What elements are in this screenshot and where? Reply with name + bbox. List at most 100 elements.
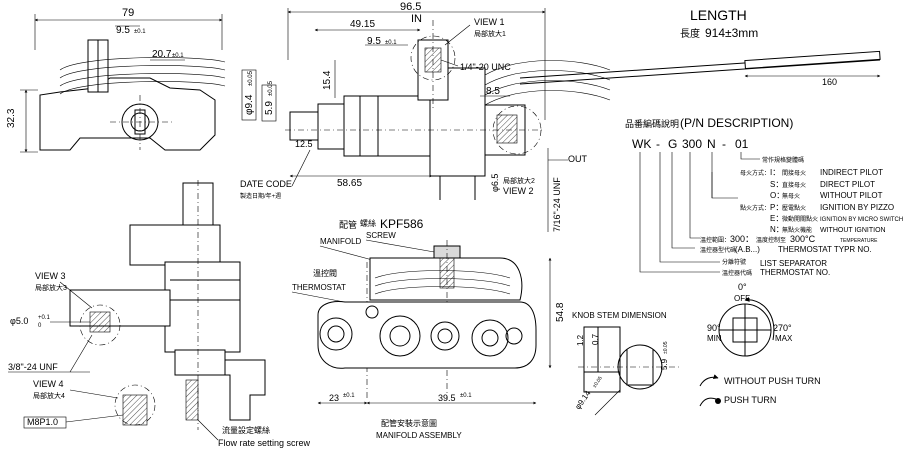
m8-label: M8P1.0: [27, 417, 58, 427]
length-value: 914±3mm: [705, 26, 758, 40]
svg-text:WITHOUT IGNITION: WITHOUT IGNITION: [820, 227, 886, 234]
dim-5-9: 5.9: [264, 101, 275, 115]
legend-push-turn: PUSH TURN: [724, 395, 776, 405]
dim-23: 23: [329, 393, 339, 403]
dim-79: 79: [122, 7, 134, 19]
date-code-label: DATE CODE: [240, 179, 292, 189]
dim-160: 160: [822, 77, 837, 87]
svg-text:DIRECT PILOT: DIRECT PILOT: [820, 180, 875, 189]
lower-block: [174, 349, 226, 376]
svg-text:N：: N：: [770, 225, 784, 234]
sensing-bulb: [744, 50, 881, 70]
svg-text:±0.1: ±0.1: [385, 40, 397, 46]
dim-phi-9-4: φ9.4: [244, 94, 255, 115]
svg-text:直接母火: 直接母火: [782, 181, 806, 189]
dim-phi-5-0: φ5.0: [10, 316, 28, 326]
min-label: MIN: [707, 334, 722, 343]
svg-text:分離符號: 分離符號: [722, 258, 746, 266]
manifold-assembly: 配管 螺絲 KPF586 MANIFOLD SCREW 溫控閥 THERMOST…: [291, 217, 566, 440]
svg-text:WK: WK: [632, 137, 651, 151]
svg-text:300: 300: [682, 137, 702, 151]
svg-text:壓電點火: 壓電點火: [782, 204, 806, 212]
push-turn-icon: [699, 397, 717, 407]
svg-text:P：: P：: [770, 203, 783, 212]
svg-text:製造日期/年+週: 製造日期/年+週: [240, 192, 281, 200]
length-zh: 長度: [680, 27, 700, 40]
pn-rows: 常作規格變體碼 母火方式： I： 間接母火 INDIRECT PILOT S： …: [700, 156, 903, 277]
thermo-zh: 溫控閥: [313, 268, 337, 278]
svg-text:-: -: [722, 137, 726, 151]
svg-text:±0.05: ±0.05: [268, 80, 274, 96]
svg-text:N: N: [707, 137, 716, 151]
capillary: 160 LENGTH 長度 914±3mm: [484, 7, 881, 106]
view2-zh: 局部放大2: [503, 176, 535, 185]
assembly-en: MANIFOLD ASSEMBLY: [376, 431, 462, 440]
knob-collar: [317, 103, 347, 150]
svg-text:WITHOUT PILOT: WITHOUT PILOT: [820, 191, 883, 200]
svg-text:局部放大3: 局部放大3: [35, 283, 67, 292]
dim-9-5b: 9.5: [367, 36, 381, 47]
svg-text:01: 01: [735, 137, 749, 151]
top-left-view: 79 9.5 ±0.1 20.7 ±0.1 32.3: [6, 7, 226, 153]
knob-stem-profile: [583, 326, 621, 373]
dim-12-5: 12.5: [295, 139, 313, 149]
svg-text:THERMOSTAT TYPR NO.: THERMOSTAT TYPR NO.: [778, 245, 872, 254]
svg-text:局部放大4: 局部放大4: [33, 391, 65, 400]
screw-en: SCREW: [366, 231, 396, 240]
svg-text:±0.05: ±0.05: [592, 375, 604, 389]
unf-3-8: 3/8"-24 UNF: [8, 362, 58, 372]
dim-9-5: 9.5: [116, 25, 130, 36]
flow-screw-en: Flow rate setting screw: [218, 438, 311, 448]
thermo-en: THERMOSTAT: [292, 283, 346, 292]
kpf-label: KPF586: [380, 217, 424, 231]
dim-phi-6-5: φ6.5: [490, 174, 500, 192]
off-deg: 0°: [738, 282, 747, 292]
main-body: [164, 261, 241, 353]
off-label: OFF: [734, 294, 750, 303]
svg-text:(A.B...): (A.B...): [735, 245, 760, 254]
knob-stem-view: KNOB STEM DIMENSION 1.2 0.7 5.9 ±0.05 φ9…: [572, 282, 821, 416]
view3-circle: [79, 304, 121, 346]
svg-text:THERMOSTAT NO.: THERMOSTAT NO.: [760, 268, 830, 277]
svg-text:±0.1: ±0.1: [460, 393, 472, 399]
dim-32-3: 32.3: [6, 108, 17, 128]
svg-text:±0.1: ±0.1: [172, 53, 184, 59]
svg-text:+0.1: +0.1: [38, 315, 51, 321]
svg-text:局部放大1: 局部放大1: [474, 29, 506, 38]
valve-body: [343, 95, 433, 157]
dim-58-65: 58.65: [337, 178, 362, 189]
svg-text:溫度控制至: 溫度控制至: [756, 236, 786, 244]
pipe-zh: 配管: [339, 219, 357, 230]
svg-text:IGNITION BY MICRO SWITCH: IGNITION BY MICRO SWITCH: [820, 217, 903, 223]
side-arm: [69, 289, 171, 327]
svg-text:-: -: [656, 137, 660, 151]
length-title: LENGTH: [690, 7, 747, 23]
pn-description: 品番編碼說明 (P/N DESCRIPTION) WK - G 300 N - …: [625, 116, 903, 277]
svg-text:I：: I：: [770, 168, 780, 177]
pn-title-en: (P/N DESCRIPTION): [680, 116, 793, 130]
svg-text:無母火: 無母火: [782, 192, 800, 200]
capillary-coil: [484, 60, 611, 106]
dim-5-9b: 5.9: [660, 358, 669, 370]
svg-text:LIST SEPARATOR: LIST SEPARATOR: [760, 259, 827, 268]
screw-zh: 螺絲: [360, 218, 376, 228]
stem-shaft: [289, 111, 321, 141]
svg-text:微動開關點火: 微動開關點火: [782, 215, 818, 223]
without-push-icon: [699, 374, 719, 387]
svg-text:G: G: [668, 137, 677, 151]
svg-text:溫控器代碼: 溫控器代碼: [722, 269, 752, 277]
spring-coil: [59, 57, 226, 95]
svg-text:±0.1: ±0.1: [343, 393, 355, 399]
max-deg: 270°: [773, 323, 792, 333]
manifold-en: MANIFOLD: [320, 237, 362, 246]
svg-text:S：: S：: [770, 180, 783, 189]
out-label: OUT: [568, 154, 588, 164]
svg-text:溫控範圍：: 溫控範圍：: [700, 236, 730, 244]
view2-circle: [492, 105, 542, 155]
knob-title: KNOB STEM DIMENSION: [572, 311, 667, 320]
upper-body: [129, 224, 221, 266]
view1-circle: [410, 35, 456, 81]
svg-text:300：: 300：: [730, 234, 754, 244]
svg-text:點火方式：: 點火方式：: [740, 204, 770, 212]
